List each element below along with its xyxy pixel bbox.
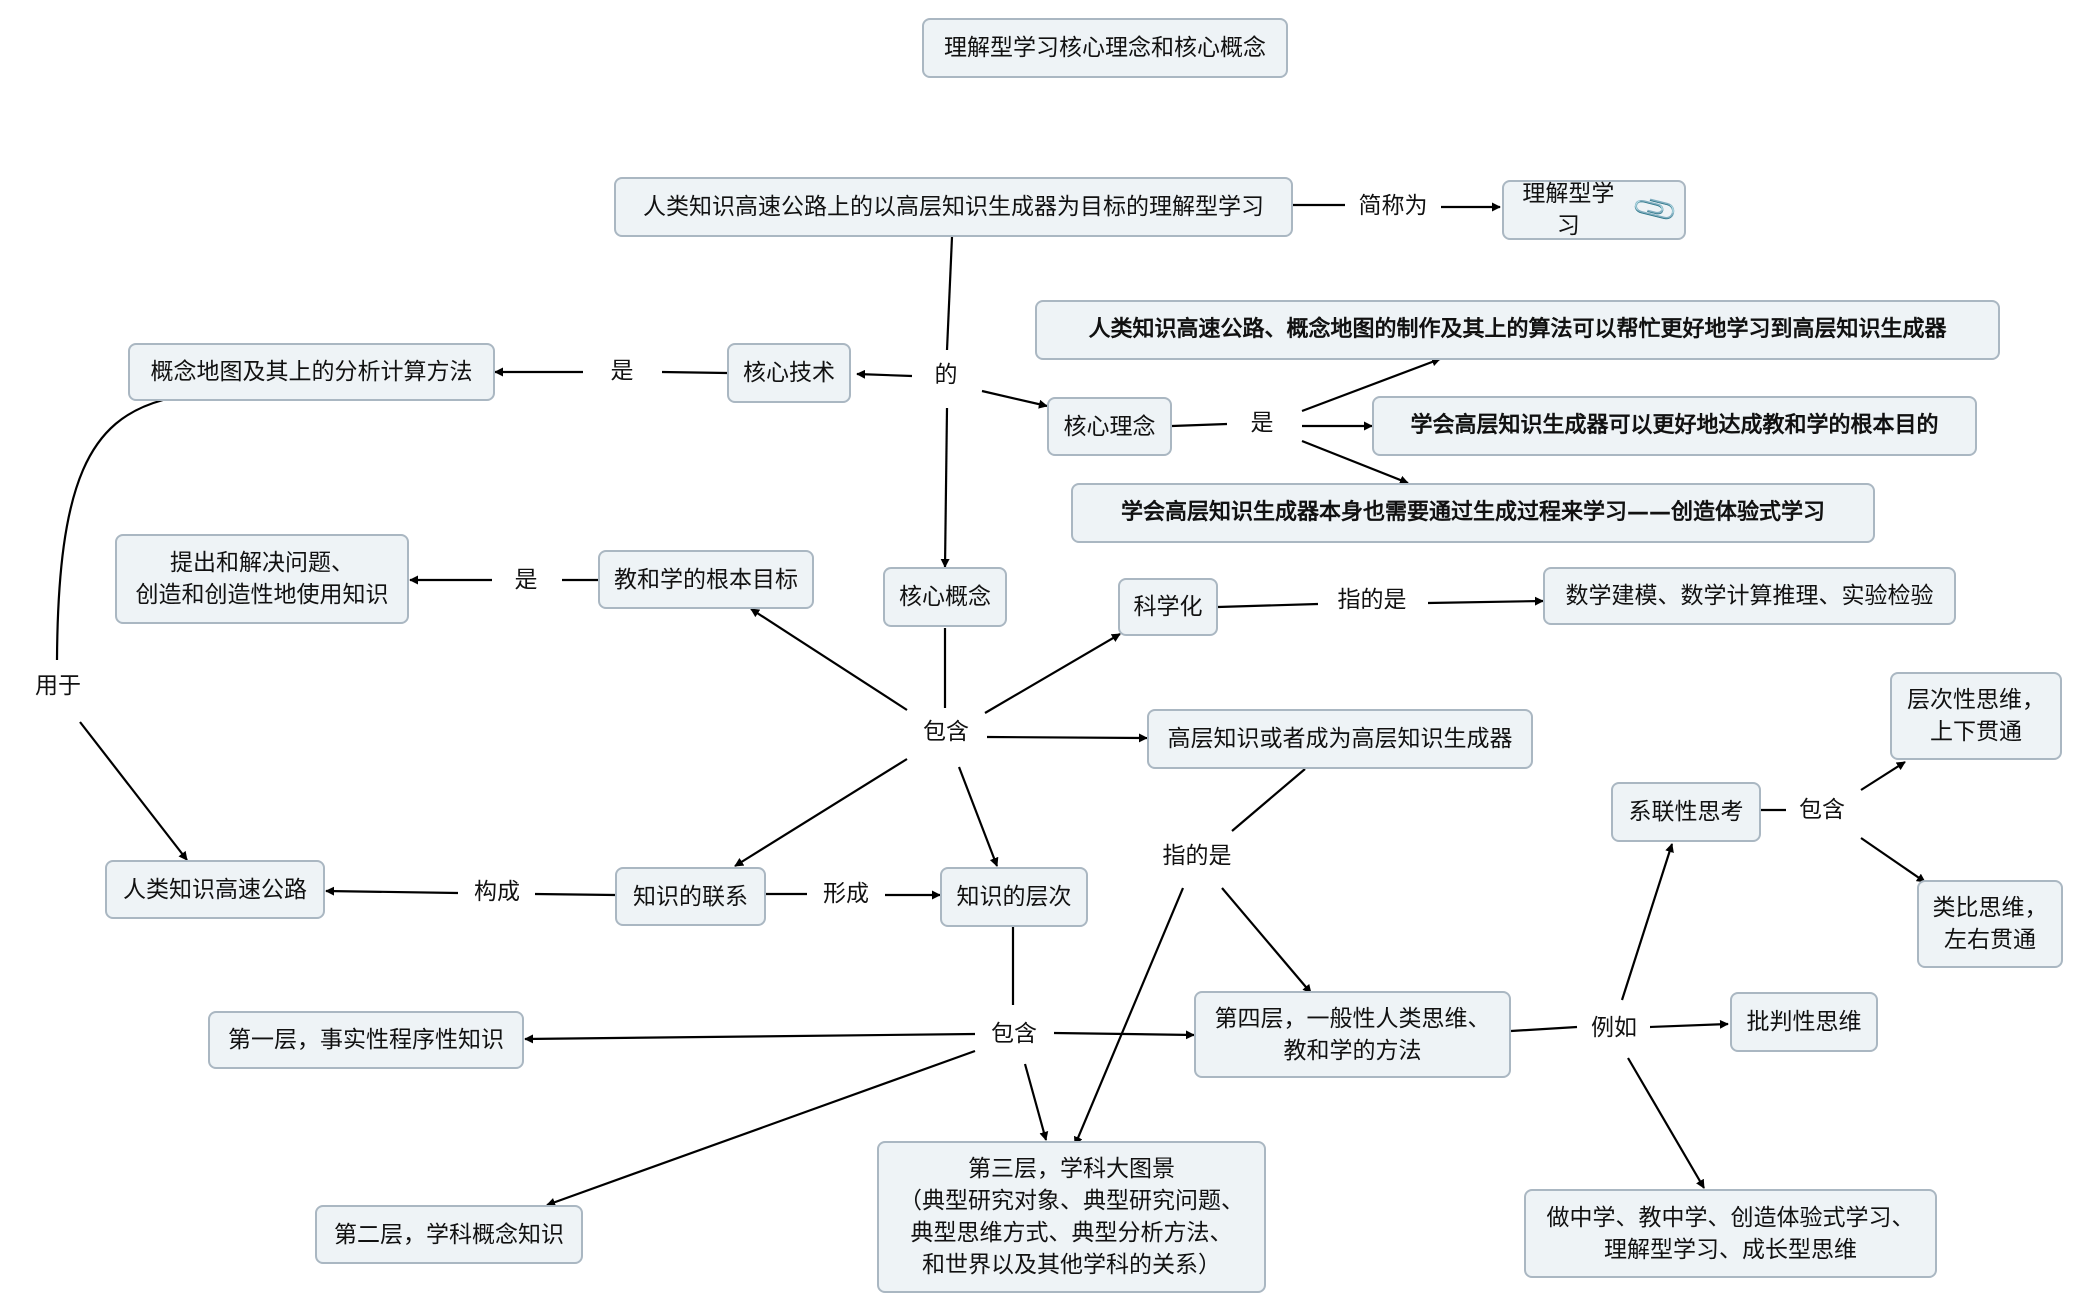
- examples-node: 做中学、教中学、创造体验式学习、 理解型学习、成长型思维: [1524, 1189, 1937, 1278]
- connector: [1301, 357, 1441, 413]
- label-of: 的: [924, 359, 968, 391]
- title-node: 理解型学习核心理念和核心概念: [922, 18, 1288, 78]
- connector: [79, 721, 188, 861]
- idea-3-node: 学会高层知识生成器本身也需要通过生成过程来学习——创造体验式学习: [1071, 483, 1875, 543]
- connector: [661, 370, 728, 375]
- connector: [986, 733, 1148, 743]
- teaching-goal-node: 教和学的根本目标: [598, 550, 814, 609]
- high-level-knowledge-node: 高层知识或者成为高层知识生成器: [1147, 709, 1533, 769]
- connector: [940, 407, 950, 568]
- connector: [1510, 1025, 1578, 1033]
- critical-thinking-node: 批判性思维: [1730, 992, 1878, 1052]
- connector: [1301, 439, 1409, 485]
- short-name-label: 理解型学习: [1522, 181, 1615, 239]
- connector: [856, 369, 913, 379]
- label-forms: 形成: [810, 878, 882, 910]
- label-is-goal: 是: [504, 564, 548, 596]
- idea-1-node: 人类知识高速公路、概念地图的制作及其上的算法可以帮忙更好地学习到高层知识生成器: [1035, 300, 2000, 360]
- analogical-thinking-node: 类比思维， 左右贯通: [1917, 880, 2063, 968]
- connector: [524, 1032, 976, 1044]
- level-3-node: 第三层，学科大图景 （典型研究对象、典型研究问题、 典型思维方式、典型分析方法、…: [877, 1141, 1266, 1293]
- core-concept-node: 核心概念: [883, 567, 1007, 627]
- connector: [1860, 837, 1926, 883]
- label-refers-high: 指的是: [1147, 840, 1247, 872]
- level-2-node: 第二层，学科概念知识: [315, 1205, 583, 1264]
- label-abbrev: 简称为: [1345, 190, 1441, 222]
- label-contains-levels: 包含: [978, 1018, 1050, 1050]
- connector: [1221, 887, 1312, 994]
- connector: [750, 608, 908, 711]
- main-concept-node: 人类知识高速公路上的以高层知识生成器为目标的理解型学习: [614, 177, 1293, 237]
- connector: [1627, 1057, 1705, 1189]
- connector: [945, 236, 954, 351]
- connector: [1053, 1030, 1195, 1040]
- connector: [1023, 1063, 1049, 1141]
- connector: [1649, 1019, 1729, 1029]
- connector: [957, 766, 999, 867]
- paperclip-icon[interactable]: 📎: [1629, 184, 1681, 235]
- connector: [1427, 596, 1544, 606]
- core-idea-node: 核心理念: [1047, 397, 1172, 456]
- connector: [1231, 768, 1306, 832]
- label-contains-systemic: 包含: [1786, 794, 1858, 826]
- label-for-example: 例如: [1578, 1012, 1650, 1044]
- connector: [1217, 602, 1319, 609]
- level-1-node: 第一层，事实性程序性知识: [208, 1011, 524, 1069]
- goal-definition-node: 提出和解决问题、 创造和创造性地使用知识: [115, 534, 409, 624]
- level-4-node: 第四层，一般性人类思维、 教和学的方法: [1194, 991, 1511, 1078]
- label-refers-sci: 指的是: [1322, 584, 1422, 616]
- label-constitutes: 构成: [461, 876, 533, 908]
- connector: [734, 758, 908, 867]
- label-is-tech: 是: [600, 355, 644, 387]
- label-is-idea: 是: [1240, 407, 1284, 439]
- knowledge-highway-node: 人类知识高速公路: [105, 860, 325, 919]
- scientific-definition-node: 数学建模、数学计算推理、实验检验: [1543, 567, 1956, 625]
- knowledge-levels-node: 知识的层次: [940, 867, 1088, 927]
- core-tech-node: 核心技术: [727, 343, 851, 403]
- connector: [1860, 761, 1906, 791]
- connector: [325, 886, 459, 896]
- scientific-node: 科学化: [1118, 578, 1218, 636]
- systemic-thinking-node: 系联性思考: [1611, 782, 1761, 842]
- connector: [1073, 887, 1185, 1146]
- connector: [1620, 843, 1674, 1001]
- label-used-for: 用于: [22, 670, 94, 702]
- connector: [984, 633, 1121, 714]
- idea-2-node: 学会高层知识生成器可以更好地达成教和学的根本目的: [1372, 396, 1977, 456]
- knowledge-links-node: 知识的联系: [615, 867, 766, 926]
- connector: [534, 892, 616, 897]
- connector: [546, 1049, 976, 1207]
- connector: [981, 389, 1048, 409]
- short-name-node: 理解型学习 📎: [1502, 180, 1686, 240]
- connector: [1171, 422, 1228, 428]
- label-contains-main: 包含: [910, 716, 982, 748]
- hierarchical-thinking-node: 层次性思维， 上下贯通: [1890, 672, 2062, 760]
- connector: [55, 398, 164, 661]
- tech-method-node: 概念地图及其上的分析计算方法: [128, 343, 495, 401]
